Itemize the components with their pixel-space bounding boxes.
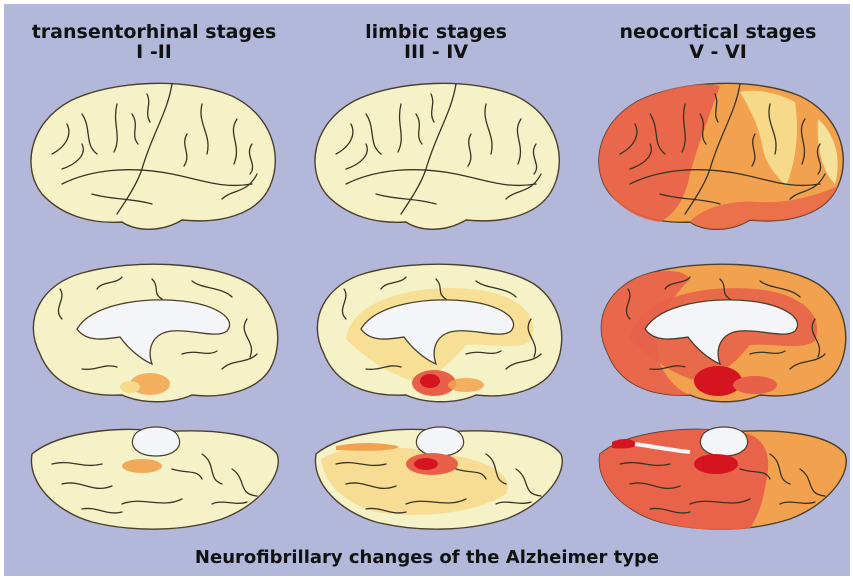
stage-header-neocortical: neocortical stages V - VI [576, 22, 850, 62]
medial-brain-stage-1-2 [22, 259, 284, 409]
stage-range: III - IV [294, 42, 578, 62]
lateral-brain-stage-1-2 [22, 74, 284, 239]
stage-title: neocortical stages [576, 22, 850, 42]
stage-title: limbic stages [294, 22, 578, 42]
lateral-brain-stage-5-6 [590, 74, 850, 239]
stage-title: transentorhinal stages [12, 22, 296, 42]
lateral-brain-stage-3-4 [306, 74, 568, 239]
stage-header-limbic: limbic stages III - IV [294, 22, 578, 62]
stage-header-transentorhinal: transentorhinal stages I -II [12, 22, 296, 62]
medial-brain-stage-5-6 [590, 259, 850, 409]
medial-brain-stage-3-4 [306, 259, 568, 409]
basal-brain-stage-5-6 [590, 424, 850, 534]
stage-range: V - VI [576, 42, 850, 62]
basal-brain-stage-1-2 [22, 424, 284, 534]
figure-caption: Neurofibrillary changes of the Alzheimer… [4, 547, 850, 568]
stage-range: I -II [12, 42, 296, 62]
basal-brain-stage-3-4 [306, 424, 568, 534]
figure-background: transentorhinal stages I -II limbic stag… [4, 4, 850, 576]
